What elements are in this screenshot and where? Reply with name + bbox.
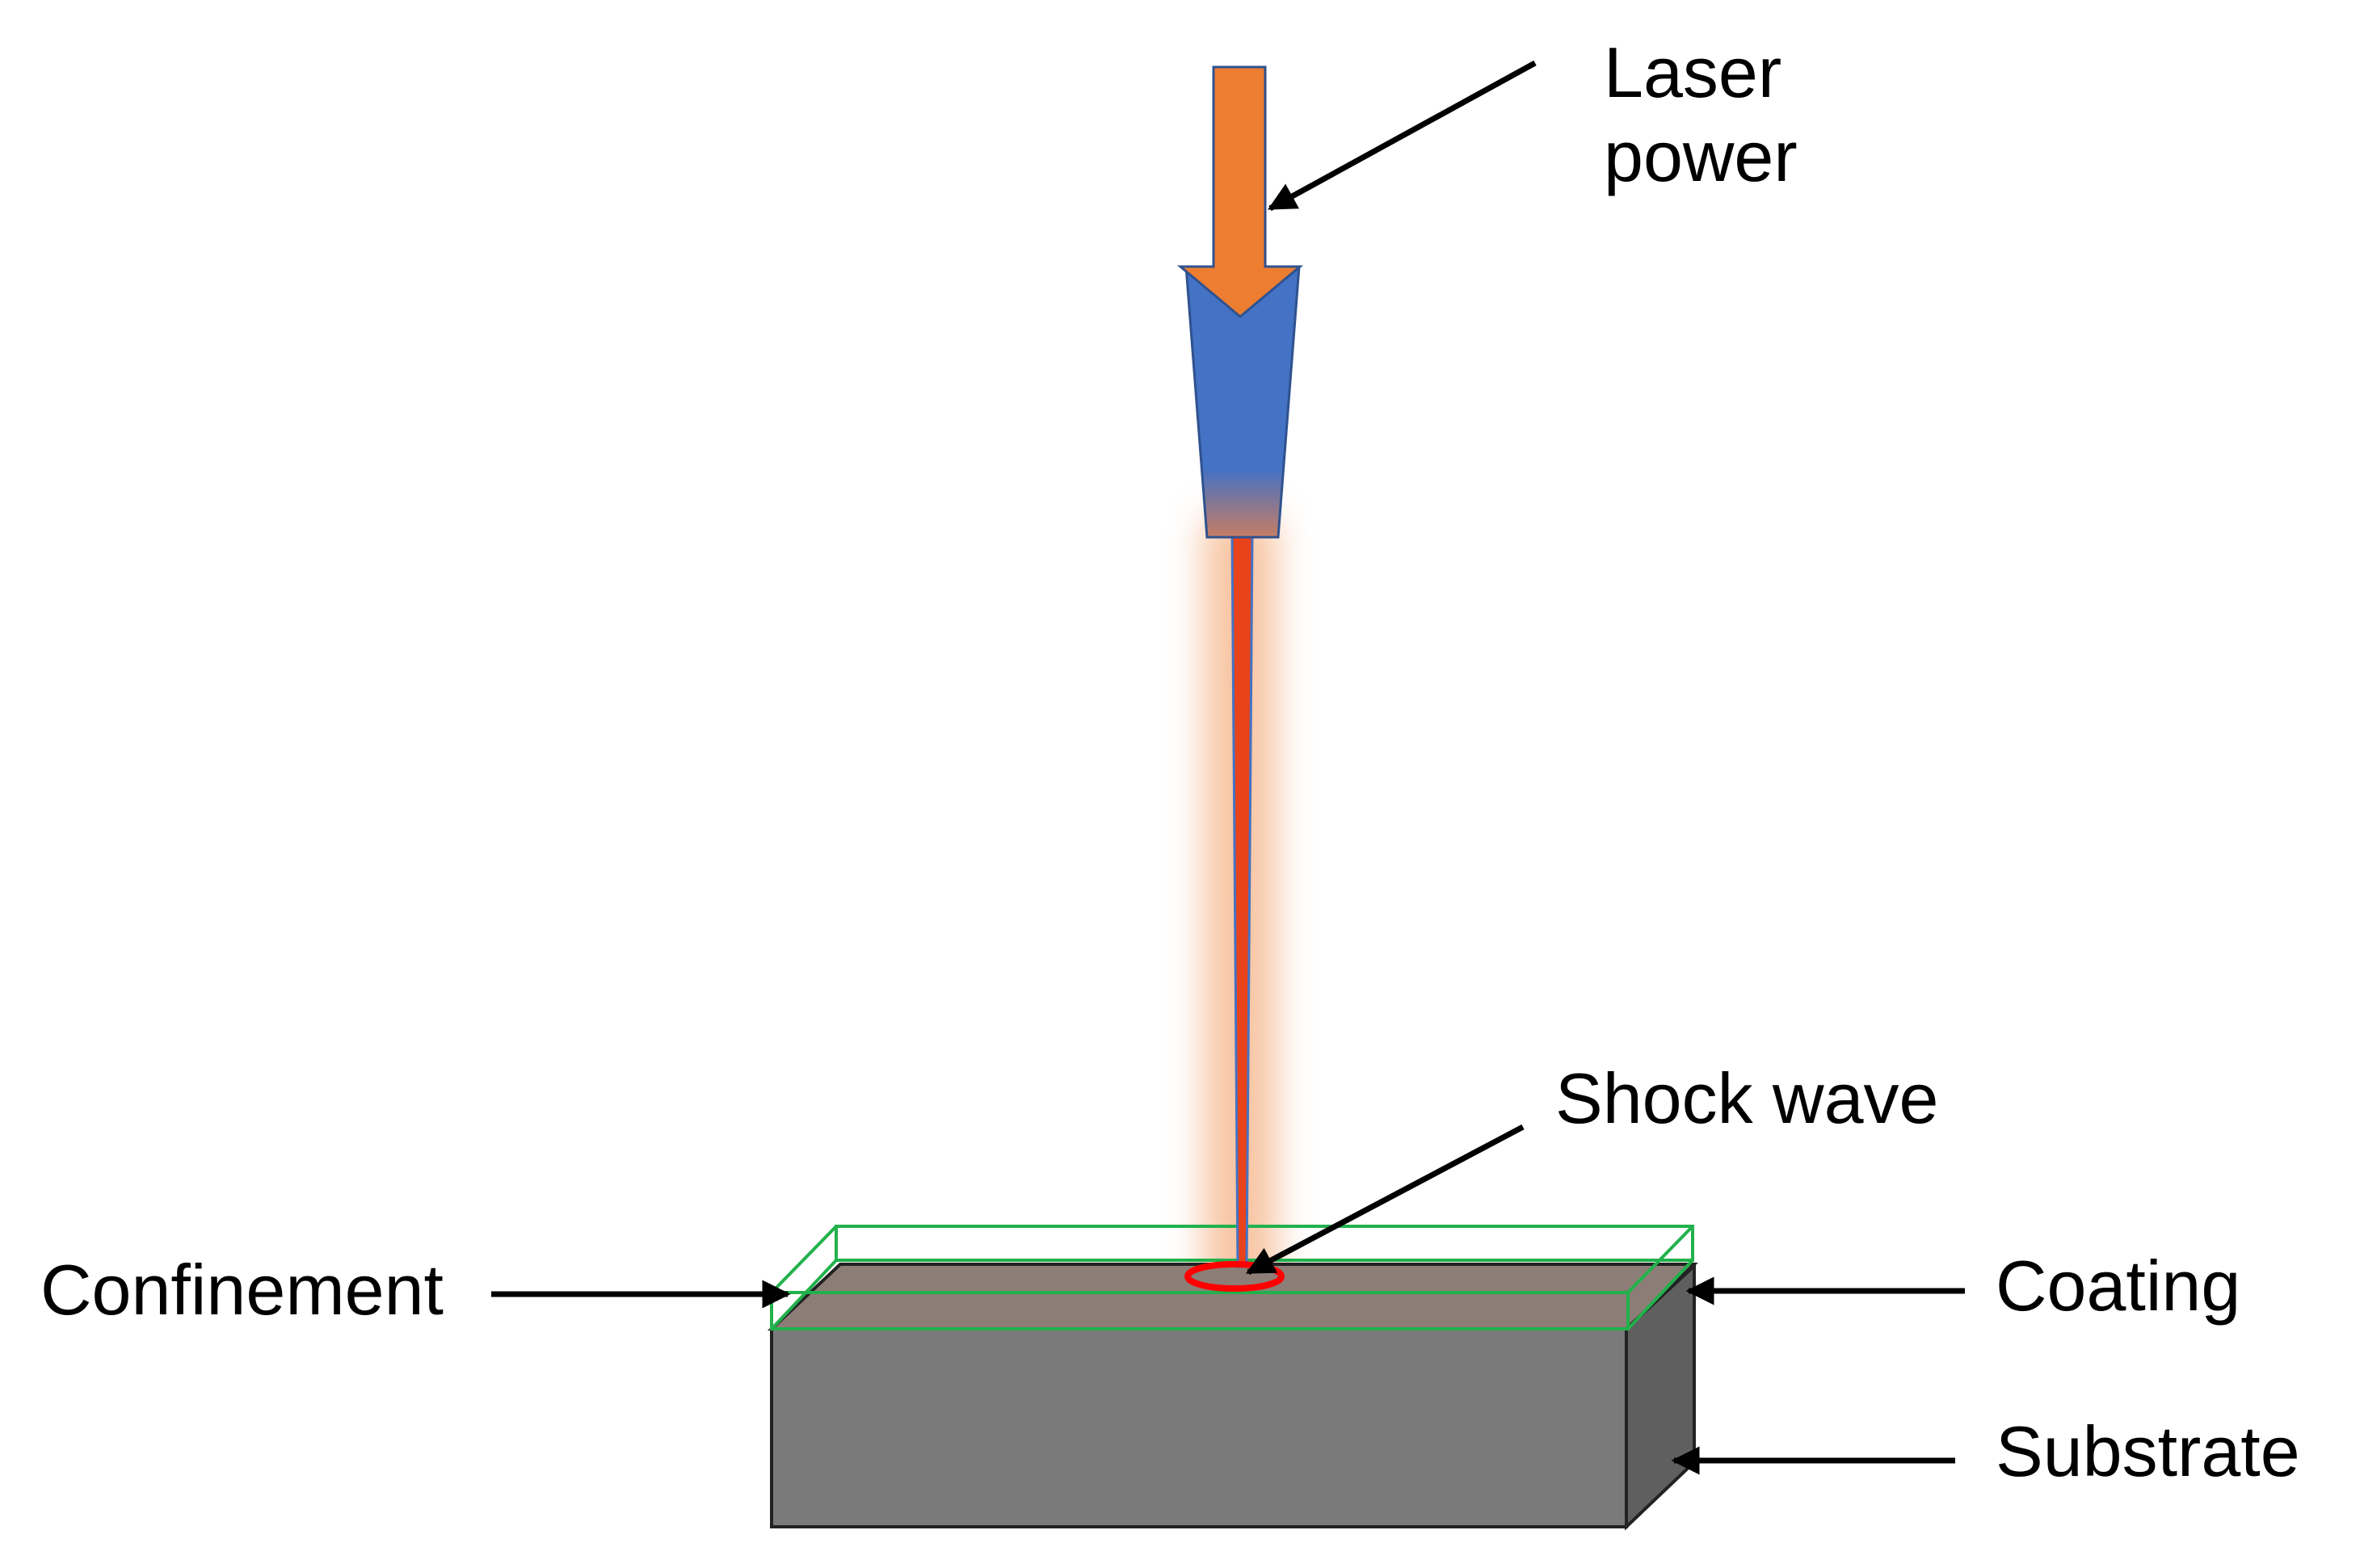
coating-label: Coating — [1996, 1246, 2241, 1326]
coating-top — [767, 1263, 1698, 1330]
shock-wave-label: Shock wave — [1555, 1058, 1939, 1138]
substrate-front — [770, 1327, 1628, 1528]
shock-wave-ring — [1184, 1261, 1285, 1292]
laser-power-arrow — [1176, 65, 1304, 318]
confinement-label: Confinement — [40, 1250, 444, 1330]
substrate-label: Substrate — [1996, 1411, 2300, 1491]
shock-wave-pointer-line — [1245, 1124, 1525, 1276]
laser-power-label: Laser power — [1604, 31, 1798, 199]
laser-power-label-line1: Laser — [1604, 32, 1782, 112]
laser-power-label-line2: power — [1604, 116, 1798, 196]
laser-pointer-line — [1267, 60, 1537, 212]
